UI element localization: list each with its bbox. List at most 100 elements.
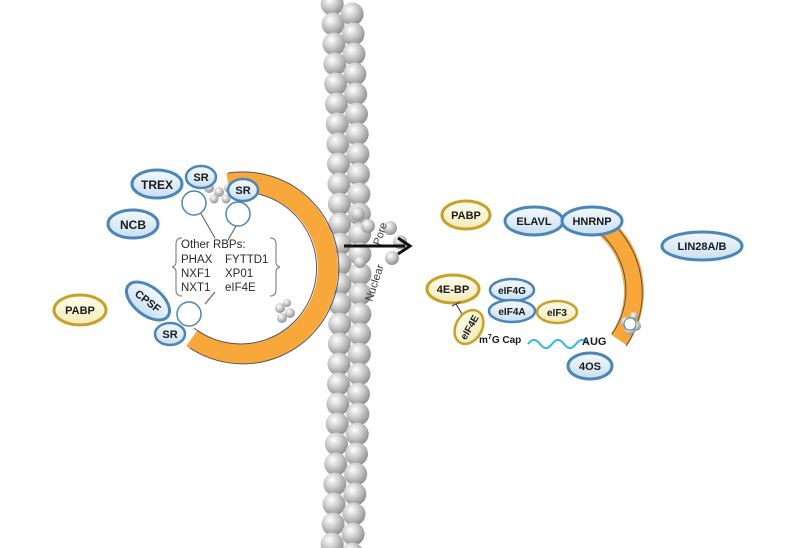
inhibition-line [451,301,463,315]
binding-site-circle [623,317,637,331]
lin28-label: LIN28A/B [678,241,727,253]
binding-site-circle [181,190,207,216]
four-ebp-label: 4E-BP [437,284,469,296]
sr-label: SR [193,172,208,184]
lin28-protein: LIN28A/B [660,230,744,262]
membrane-bead [341,522,365,546]
membrane-bead [343,482,367,506]
rbp-item: PHAX [181,254,213,266]
membrane-bead [320,532,344,548]
membrane-bead [321,512,345,536]
trex-label: TREX [141,178,173,192]
membrane-bead [347,342,371,366]
four-ebp-protein: 4E-BP [425,273,481,305]
cpsf-protein: CPSF [124,280,172,322]
membrane-bead [342,502,366,526]
eif4g-protein: eIF4G [488,277,536,303]
membrane-bead [341,22,365,46]
membrane-bead [347,182,371,206]
cap-prefix: m [479,335,488,346]
membrane-bead [324,432,348,456]
membrane-bead [340,2,364,26]
eif4a-protein: eIF4A [487,298,537,324]
hnrnp-label: HNRNP [572,216,611,228]
sr-protein-top-right: SR [226,177,260,203]
ribosome-label: 4OS [579,361,601,373]
pabp-label: PABP [451,210,481,222]
cap-suffix: G Cap [492,335,521,346]
membrane-bead [345,122,369,146]
membrane-bead [326,132,350,156]
membrane-bead [342,542,362,548]
membrane-bead [346,402,370,426]
other-rbps-box: Other RBPs: PHAX NXF1 NXT1 FYTTD1 XP01 e… [171,237,281,297]
membrane-bead [348,282,372,306]
membrane-bead [322,492,346,516]
other-rbps-title: Other RBPs: [181,239,246,251]
rbp-item: eIF4E [225,282,256,294]
binding-site-circle [225,201,251,227]
cap-superscript: 7 [488,334,492,341]
membrane-bead [328,312,352,336]
eif4g-label: eIF4G [498,286,526,297]
membrane-bead [328,212,352,236]
eif4a-label: eIF4A [498,307,525,318]
membrane-bead [324,92,348,116]
membrane-bead [348,262,372,286]
membrane-bead [346,162,370,186]
eif3-label: eIF3 [547,308,567,319]
rbp-item: NXT1 [181,282,210,294]
membrane-bead [347,362,371,386]
rbp-item: XP01 [225,268,253,280]
membrane-bead [324,72,348,96]
ncb-protein: NCB [106,208,160,240]
hnrnp-protein: HNRNP [560,205,624,237]
membrane-bead [346,382,370,406]
membrane-bead [325,412,349,436]
membrane-bead [344,442,368,466]
ribosome-40s: 4OS [566,351,614,381]
membrane-bead [323,472,347,496]
membrane-bead [322,32,346,56]
membrane-bead [326,152,350,176]
pabp-nuclear: PABP [52,293,108,327]
membrane-bead [344,462,368,486]
membrane-bead [346,142,370,166]
membrane-bead [327,352,351,376]
membrane-bead [345,422,369,446]
rbp-item: FYTTD1 [225,254,268,266]
pabp-cytoplasm: PABP [440,199,492,231]
membrane-bead [342,42,366,66]
sr-label: SR [162,329,177,341]
nuclear-mrna-ring [186,171,338,364]
membrane-bead [327,172,351,196]
mrna-wave [527,339,589,349]
membrane-bead [327,332,351,356]
membrane-bead [325,112,349,136]
eif3-protein: eIF3 [535,299,579,325]
aug-label: AUG [582,336,606,348]
membrane-bead [344,82,368,106]
membrane-bead [344,102,368,126]
elavl-label: ELAVL [516,216,552,228]
membrane-bead [321,12,345,36]
membrane-bead [343,62,367,86]
membrane-bead [326,372,350,396]
pore-complex [351,207,407,268]
membrane-bead [348,242,372,266]
membrane-bead [320,0,344,16]
ncb-label: NCB [120,218,146,232]
membrane-bead [323,52,347,76]
eif4e-protein: eIF4E [453,308,485,346]
binding-site-circle [176,301,202,327]
membrane-bead [326,392,350,416]
ring-beads-right [275,299,295,323]
membrane-bead [348,322,372,346]
cap-label: m7G Cap [479,334,521,346]
sr-label: SR [235,185,250,197]
export-arrow [344,236,413,256]
pabp-label: PABP [65,305,95,317]
nuclear-envelope-right [340,2,372,548]
